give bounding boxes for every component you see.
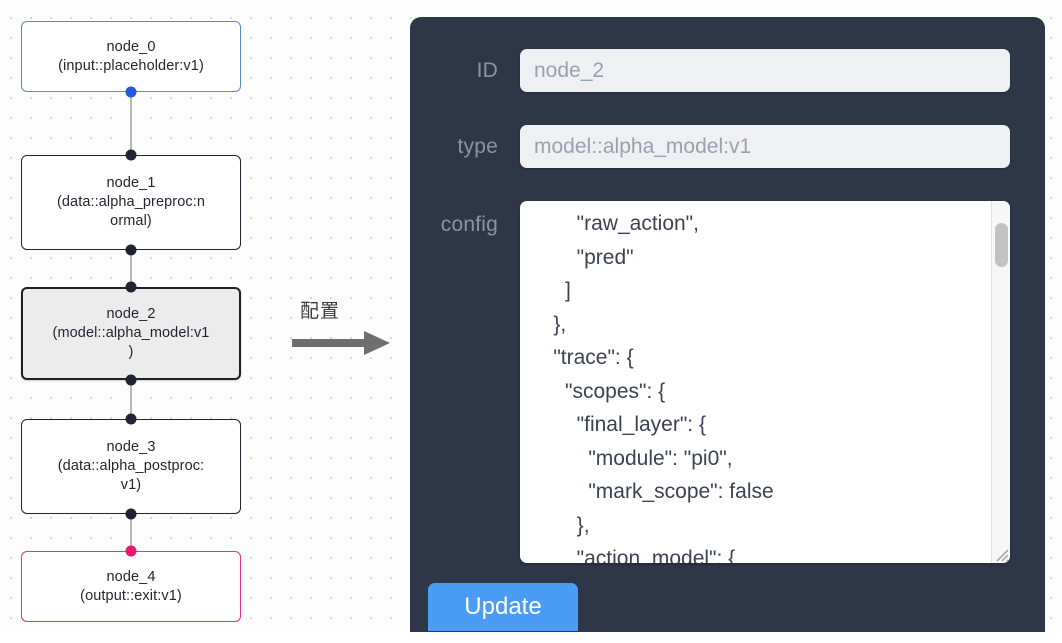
config-field-label: config xyxy=(440,213,498,236)
graph-node-node_1[interactable]: node_1 (data::alpha_preproc:n ormal) xyxy=(21,155,241,250)
update-button[interactable]: Update xyxy=(428,583,578,631)
graph-node-label: node_3 (data::alpha_postproc: v1) xyxy=(57,439,205,493)
node-handle-source-node_3[interactable] xyxy=(125,508,137,520)
field-row-config: config "raw_action", "pred" ] }, "trace"… xyxy=(410,201,1010,563)
graph-node-label: node_0 (input::placeholder:v1) xyxy=(58,38,204,74)
graph-node-label: node_4 (output::exit:v1) xyxy=(80,568,182,604)
id-input[interactable]: node_2 xyxy=(520,49,1010,92)
config-textarea[interactable]: "raw_action", "pred" ] }, "trace": { "sc… xyxy=(553,212,774,563)
edge-node0-node1 xyxy=(130,92,132,155)
field-row-type: type model::alpha_model:v1 xyxy=(410,125,1010,168)
annotation-label: 配置 xyxy=(300,300,341,322)
node-handle-source-node_1[interactable] xyxy=(125,244,137,256)
right-arrow-icon xyxy=(292,331,390,355)
annotation-arrow-group: 配置 xyxy=(292,296,402,360)
bottom-strip xyxy=(0,632,1062,643)
graph-node-node_4[interactable]: node_4 (output::exit:v1) xyxy=(21,551,241,622)
graph-node-node_2[interactable]: node_2 (model::alpha_model:v1 ) xyxy=(21,287,241,380)
resize-handle-icon[interactable] xyxy=(992,545,1009,562)
graph-node-node_0[interactable]: node_0 (input::placeholder:v1) xyxy=(21,21,241,92)
config-scrollbar-thumb[interactable] xyxy=(995,223,1008,267)
field-row-id: ID node_2 xyxy=(410,49,1010,92)
config-textarea-wrapper[interactable]: "raw_action", "pred" ] }, "trace": { "sc… xyxy=(520,201,1010,563)
id-field-label: ID xyxy=(476,58,498,82)
node-handle-target-node_4[interactable] xyxy=(125,545,137,557)
node-handle-target-node_2[interactable] xyxy=(125,281,137,293)
type-field-label: type xyxy=(457,134,498,158)
config-scrollbar[interactable] xyxy=(991,201,1010,563)
edge-node3-node4 xyxy=(130,514,132,551)
graph-node-node_3[interactable]: node_3 (data::alpha_postproc: v1) xyxy=(21,419,241,514)
node-config-panel: ID node_2 type model::alpha_model:v1 con… xyxy=(410,17,1045,632)
node-handle-source-node_0[interactable] xyxy=(125,86,137,98)
graph-node-label: node_1 (data::alpha_preproc:n ormal) xyxy=(56,175,206,229)
node-handle-target-node_3[interactable] xyxy=(125,413,137,425)
node-handle-target-node_1[interactable] xyxy=(125,149,137,161)
node-handle-source-node_2[interactable] xyxy=(125,374,137,386)
edge-node2-node3 xyxy=(130,380,132,419)
graph-node-label: node_2 (model::alpha_model:v1 ) xyxy=(52,306,210,360)
type-input[interactable]: model::alpha_model:v1 xyxy=(520,125,1010,168)
edge-node1-node2 xyxy=(130,250,132,287)
